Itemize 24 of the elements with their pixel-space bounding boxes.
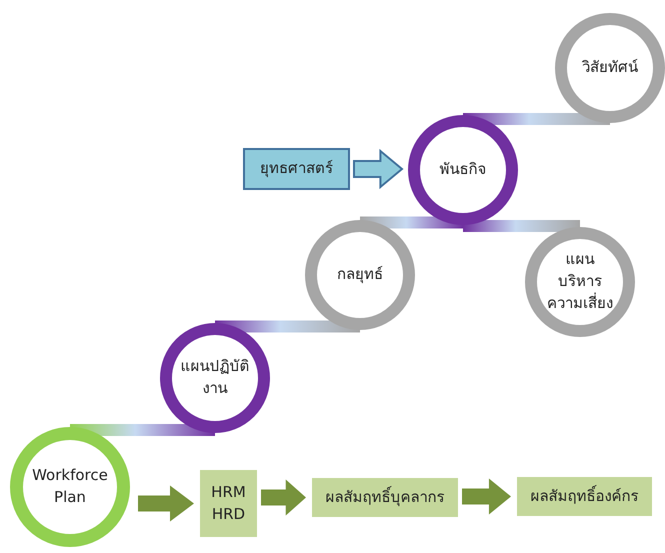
text-box [517, 477, 652, 516]
text-box [312, 478, 458, 517]
block-arrow [353, 148, 404, 190]
connector-band [463, 113, 610, 125]
text-box [200, 470, 257, 537]
connector-band [463, 220, 580, 232]
node-label: ยุทธศาสตร์ [260, 158, 333, 180]
block-arrow [261, 480, 306, 516]
node-label: ผลสัมฤทธิ์องค์กร [530, 486, 638, 507]
node-label: Workforce Plan [31, 465, 109, 508]
block-arrow [462, 478, 511, 514]
node-label: HRD [212, 504, 246, 524]
node-label: ผลสัมฤทธิ์บุคลากร [326, 486, 444, 508]
block-arrow [138, 486, 194, 522]
node-label: แผนบริหารความเสี่ยง [546, 249, 614, 314]
node-label: พันธกิจ [440, 159, 486, 180]
connector-band [215, 320, 360, 332]
node-label: วิสัยทัศน์ [582, 57, 638, 78]
node-label: กลยุทธ์ [337, 264, 383, 286]
connector-band [70, 424, 215, 436]
node-label: HRM [211, 482, 246, 503]
text-box [243, 148, 350, 190]
node-label: แผนปฏิบัติงาน [180, 356, 250, 399]
connector-band [360, 216, 463, 228]
